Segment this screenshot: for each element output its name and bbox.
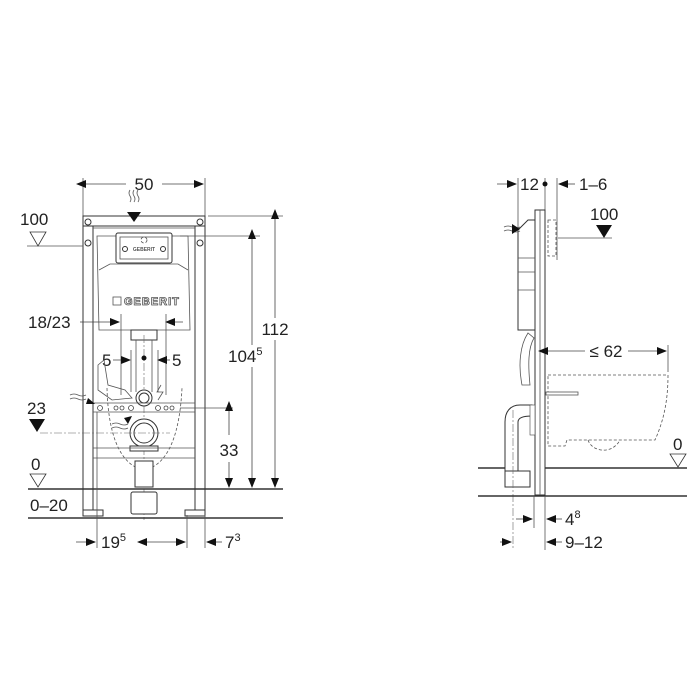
- svg-text:1045: 1045: [228, 346, 263, 366]
- top-rail: [82, 215, 206, 227]
- drain-bend-side: [504, 404, 533, 473]
- offset-19-sup: 5: [120, 532, 126, 544]
- level-marker-0-side: 0: [669, 435, 687, 468]
- offset-7-sup: 3: [234, 532, 240, 544]
- center-offset-dimension: 5 5: [102, 350, 181, 392]
- drain-bend: [130, 491, 158, 515]
- pipe-spacing-dimension: 18/23: [28, 313, 183, 395]
- level-23-label: 23: [27, 399, 46, 418]
- level-0-label: 0: [31, 455, 40, 474]
- cistern-side: [517, 219, 536, 331]
- width-label: 50: [135, 175, 154, 194]
- level-100-label: 100: [20, 210, 48, 229]
- side-view: 12 1–6 100 ≤ 62: [478, 175, 687, 552]
- offset-left-label: 5: [102, 351, 111, 370]
- level-marker-100: 100: [20, 210, 83, 247]
- bowl-projection-dimension: ≤ 62: [538, 342, 669, 372]
- plate-brand-label: GEBERIT: [133, 247, 155, 253]
- bowl-projection-label: ≤ 62: [590, 342, 623, 361]
- geberit-logo: GEBERIT: [112, 296, 180, 308]
- flush-plate: [115, 232, 173, 264]
- depth-12-label: 12: [520, 175, 539, 194]
- height-104-sup: 5: [256, 346, 262, 358]
- offset-7-label: 7: [225, 533, 234, 552]
- offset-right-label: 5: [172, 351, 181, 370]
- svg-text:48: 48: [565, 509, 581, 529]
- bowl-outline-side: [547, 374, 669, 447]
- water-inlet-icon: [127, 189, 141, 222]
- side-level-100-label: 100: [590, 205, 618, 224]
- svg-text:195: 195: [101, 532, 126, 552]
- drain-socket-side: [504, 470, 531, 488]
- level-marker-23: 23: [27, 399, 46, 432]
- floor-range-label: 0–20: [30, 496, 68, 515]
- bottom-dimensions: 195 73: [76, 412, 241, 552]
- level-marker-0-front: 0: [29, 455, 47, 488]
- right-upright: [194, 215, 206, 517]
- height-dimensions: 112 1045 33: [180, 209, 294, 488]
- height-112-label: 112: [261, 320, 288, 339]
- depth-dimension: 12 1–6: [497, 175, 607, 260]
- side-offset-4-label: 4: [565, 510, 574, 529]
- side-offset-4-sup: 8: [574, 509, 580, 521]
- pipe-spacing-label: 18/23: [28, 313, 71, 332]
- height-104-label: 104: [228, 347, 256, 366]
- svg-text:73: 73: [225, 532, 241, 552]
- side-range-label: 9–12: [565, 533, 603, 552]
- front-view: 50 GEBERIT GEBERIT: [20, 175, 294, 552]
- width-dimension: 50: [76, 175, 206, 216]
- flush-plate-side: [547, 219, 557, 257]
- logo-text: GEBERIT: [124, 296, 180, 308]
- left-upright: [82, 215, 94, 517]
- offset-19-label: 19: [101, 533, 120, 552]
- side-bottom-dimensions: 48 9–12: [500, 496, 603, 552]
- side-level-0-label: 0: [673, 435, 682, 454]
- level-marker-100-side: 100: [558, 205, 618, 239]
- height-33-label: 33: [220, 441, 239, 460]
- wall-range-label: 1–6: [579, 175, 607, 194]
